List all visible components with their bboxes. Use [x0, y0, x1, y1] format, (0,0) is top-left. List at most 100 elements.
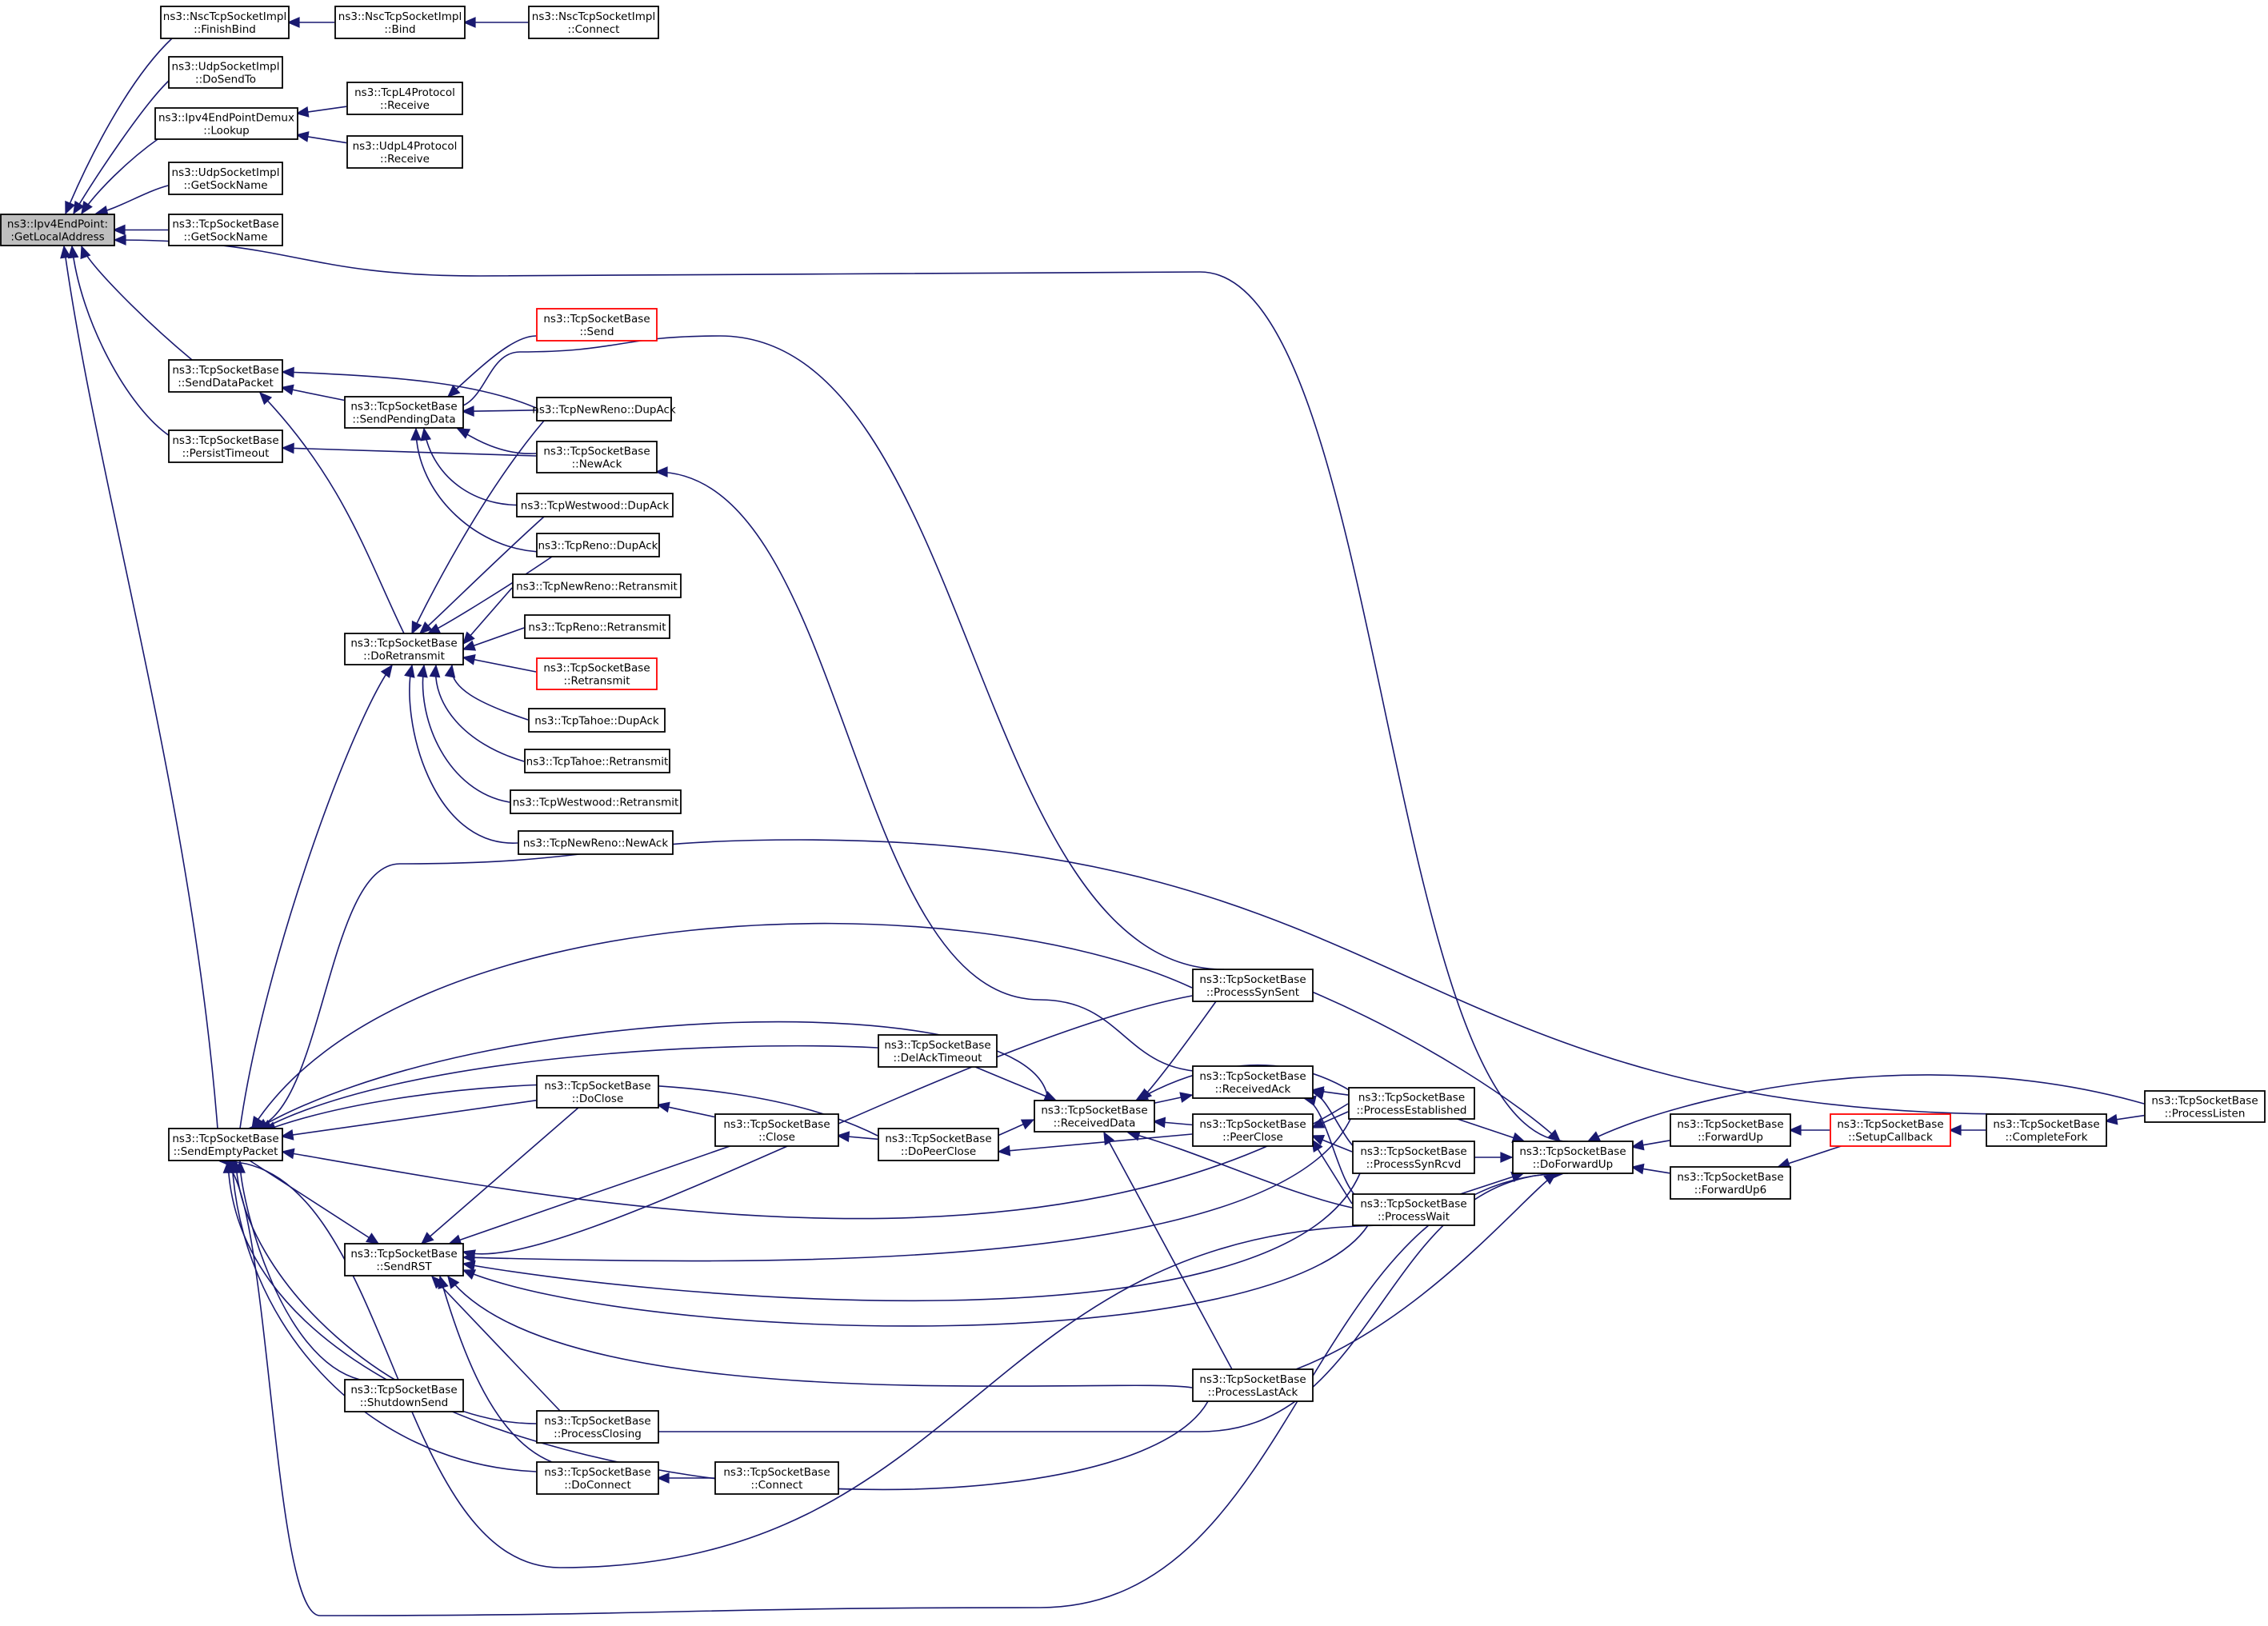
arrow-head-icon — [420, 427, 432, 441]
node-label-line: ::Receive — [380, 99, 430, 112]
node-finishbind[interactable]: ns3::NscTcpSocketImpl::FinishBind — [160, 6, 290, 39]
node-tcpl4recv[interactable]: ns3::TcpL4Protocol::Receive — [346, 82, 463, 115]
node-box — [536, 441, 658, 473]
node-connect[interactable]: ns3::TcpSocketBase::Connect — [714, 1461, 839, 1495]
node-delacktimeout[interactable]: ns3::TcpSocketBase::DelAckTimeout — [878, 1034, 998, 1068]
node-forwardup[interactable]: ns3::TcpSocketBase::ForwardUp — [1670, 1113, 1791, 1147]
arrow-head-icon — [1310, 1089, 1325, 1101]
call-edge-renodupack-to-sendpending — [415, 428, 545, 553]
arrow-head-icon — [366, 1232, 380, 1244]
arrow-head-icon — [1310, 1117, 1326, 1129]
node-processclosing[interactable]: ns3::TcpSocketBase::ProcessClosing — [536, 1410, 659, 1444]
node-label-line: ns3::UdpL4Protocol — [353, 140, 458, 153]
node-layer: ns3::Ipv4EndPoint::GetLocalAddress ns3::N… — [0, 6, 2266, 1495]
node-doforwardup[interactable]: ns3::TcpSocketBase::DoForwardUp — [1512, 1141, 1634, 1174]
node-processlisten[interactable]: ns3::TcpSocketBase::ProcessListen — [2144, 1090, 2266, 1123]
node-label-line: ::Send — [579, 326, 614, 338]
node-tcpgetsock[interactable]: ns3::TcpSocketBase::GetSockName — [168, 214, 283, 246]
node-setupcallback[interactable]: ns3::TcpSocketBase::SetupCallback — [1830, 1113, 1951, 1147]
node-senddatapacket[interactable]: ns3::TcpSocketBase::SendDataPacket — [168, 359, 283, 393]
call-edge-processwait-to-sendempty — [223, 1161, 1393, 1568]
node-box — [878, 1034, 998, 1068]
node-nscconnect[interactable]: ns3::NscTcpSocketImpl::Connect — [528, 6, 659, 39]
node-processlastack[interactable]: ns3::TcpSocketBase::ProcessLastAck — [1192, 1368, 1314, 1402]
arrow-head-icon — [286, 17, 300, 28]
node-label-line: ns3::TcpSocketBase — [1199, 1373, 1306, 1386]
arrow-head-icon — [1788, 1125, 1802, 1136]
arrow-head-icon — [1152, 1117, 1166, 1129]
node-box — [528, 708, 666, 733]
node-doclose[interactable]: ns3::TcpSocketBase::DoClose — [536, 1075, 659, 1109]
node-receivedack[interactable]: ns3::TcpSocketBase::ReceivedAck — [1192, 1065, 1314, 1099]
arrow-head-icon — [836, 1131, 850, 1143]
node-box — [346, 82, 463, 115]
node-label-line: ns3::TcpSocketBase — [172, 218, 278, 231]
node-box — [1348, 1087, 1475, 1120]
node-baseretx[interactable]: ns3::TcpSocketBase::Retransmit — [536, 657, 658, 690]
node-getlocal[interactable]: ns3::Ipv4EndPoint::GetLocalAddress — [0, 214, 115, 246]
call-edge-sendempty-to-getlocal — [63, 246, 218, 1129]
node-processwait[interactable]: ns3::TcpSocketBase::ProcessWait — [1352, 1193, 1475, 1226]
node-label-line: ns3::TcpSocketBase — [1360, 1198, 1466, 1211]
node-newrenoretx[interactable]: ns3::TcpNewReno::Retransmit — [512, 573, 682, 598]
node-udpdosendto[interactable]: ns3::UdpSocketImpl::DoSendTo — [168, 56, 283, 89]
node-doconnect[interactable]: ns3::TcpSocketBase::DoConnect — [536, 1461, 659, 1495]
arrow-head-icon — [1547, 1129, 1562, 1143]
arrow-head-icon — [1138, 1088, 1153, 1102]
arrow-head-icon — [281, 442, 294, 454]
node-label-line: ns3::TcpSocketBase — [544, 1466, 650, 1479]
node-sendrst[interactable]: ns3::TcpSocketBase::SendRST — [344, 1243, 464, 1276]
node-shutdownsend[interactable]: ns3::TcpSocketBase::ShutdownSend — [344, 1379, 464, 1412]
node-peerclose[interactable]: ns3::TcpSocketBase::PeerClose — [1192, 1113, 1314, 1147]
node-westwooddupack[interactable]: ns3::TcpWestwood::DupAck — [516, 493, 674, 517]
node-dopeerclose[interactable]: ns3::TcpSocketBase::DoPeerClose — [878, 1128, 999, 1161]
node-renodupack[interactable]: ns3::TcpReno::DupAck — [536, 533, 660, 557]
call-edge-processwait-to-receiveddata — [1127, 1132, 1353, 1209]
node-box — [512, 573, 682, 598]
arrow-head-icon — [113, 234, 126, 246]
node-label-line: ::Connect — [751, 1479, 803, 1492]
arrow-head-icon — [2104, 1113, 2118, 1125]
node-processsynsent[interactable]: ns3::TcpSocketBase::ProcessSynSent — [1192, 969, 1314, 1002]
node-label-line: ns3::TcpSocketBase — [543, 313, 650, 326]
arrow-head-icon — [73, 200, 85, 215]
node-newrenonewack[interactable]: ns3::TcpNewReno::NewAck — [518, 830, 674, 855]
node-sendpending[interactable]: ns3::TcpSocketBase::SendPendingData — [344, 396, 464, 429]
node-box — [1512, 1141, 1634, 1174]
arrow-head-icon — [295, 131, 310, 142]
node-box — [168, 162, 283, 195]
node-label-line: ::Bind — [384, 23, 415, 36]
node-newack[interactable]: ns3::TcpSocketBase::NewAck — [536, 441, 658, 473]
node-renoretx[interactable]: ns3::TcpReno::Retransmit — [524, 614, 670, 639]
node-sendempty[interactable]: ns3::TcpSocketBase::SendEmptyPacket — [168, 1128, 283, 1161]
node-doretx[interactable]: ns3::TcpSocketBase::DoRetransmit — [344, 633, 464, 665]
node-label-line: ::ReceivedData — [1054, 1117, 1136, 1130]
arrow-head-icon — [429, 664, 441, 678]
node-persisttimeout[interactable]: ns3::TcpSocketBase::PersistTimeout — [168, 429, 283, 463]
node-tahoedupack[interactable]: ns3::TcpTahoe::DupAck — [528, 708, 666, 733]
node-processestablished[interactable]: ns3::TcpSocketBase::ProcessEstablished — [1348, 1087, 1475, 1120]
node-close[interactable]: ns3::TcpSocketBase::Close — [714, 1113, 839, 1147]
node-westwoodretx[interactable]: ns3::TcpWestwood::Retransmit — [510, 789, 682, 814]
node-forwardup6[interactable]: ns3::TcpSocketBase::ForwardUp6 — [1670, 1166, 1791, 1200]
node-label-line: ::ProcessLastAck — [1208, 1386, 1298, 1399]
node-udpgetsock[interactable]: ns3::UdpSocketImpl::GetSockName — [168, 162, 283, 195]
node-label-line: ns3::TcpSocketBase — [172, 1133, 278, 1145]
node-receiveddata[interactable]: ns3::TcpSocketBase::ReceivedData — [1034, 1100, 1155, 1133]
call-edge-processsynrcvd-to-sendrst — [462, 1173, 1361, 1302]
arrow-head-icon — [404, 664, 415, 678]
node-udpl4recv[interactable]: ns3::UdpL4Protocol::Receive — [346, 135, 463, 169]
node-box — [536, 308, 658, 342]
node-label-line: ns3::TcpReno::DupAck — [538, 540, 658, 553]
node-tahoeretx[interactable]: ns3::TcpTahoe::Retransmit — [524, 749, 670, 773]
node-processsynrcvd[interactable]: ns3::TcpSocketBase::ProcessSynRcvd — [1352, 1141, 1475, 1174]
call-edge-processlastack-to-sendrst — [447, 1276, 1193, 1388]
node-completefork[interactable]: ns3::TcpSocketBase::CompleteFork — [1986, 1113, 2107, 1147]
arrow-head-icon — [456, 428, 471, 439]
node-nscbind[interactable]: ns3::NscTcpSocketImpl::Bind — [334, 6, 466, 39]
node-send[interactable]: ns3::TcpSocketBase::Send — [536, 308, 658, 342]
node-demuxlookup[interactable]: ns3::Ipv4EndPointDemux::Lookup — [154, 107, 298, 140]
node-label-line: ::SetupCallback — [1848, 1131, 1933, 1144]
node-newrenodupack[interactable]: ns3::TcpNewReno::DupAck — [532, 397, 676, 421]
arrow-head-icon — [447, 1275, 460, 1289]
